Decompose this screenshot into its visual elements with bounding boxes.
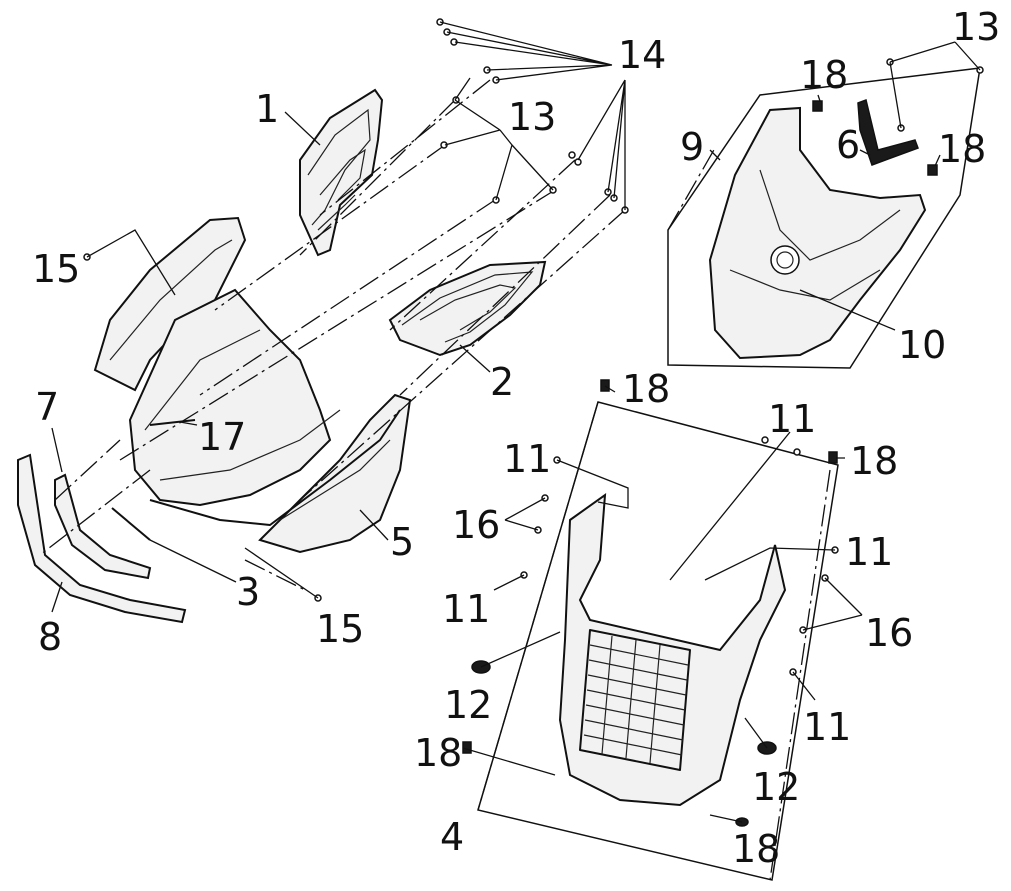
callout-12-left: 12 [444,683,492,727]
callout-11-top: 11 [768,397,816,441]
callout-6: 6 [836,123,860,167]
callout-15-bottom: 15 [316,607,364,651]
callout-18-top-right: 18 [938,127,986,171]
part-2-duct-panel [388,260,547,357]
callout-10: 10 [898,323,946,367]
callout-18-mid-right: 18 [850,439,898,483]
part-9-headlight-housing [667,67,981,369]
fasteners [83,18,984,827]
callout-18-bottom-right: 18 [732,827,780,871]
callout-11-right: 11 [845,530,893,574]
callout-16-left: 16 [452,503,500,547]
callout-11-lower-right: 11 [803,705,851,749]
callout-14: 14 [618,33,666,77]
callout-18-top-left: 18 [800,53,848,97]
callout-13-center: 13 [508,95,556,139]
part-7-8-trim-strips [17,453,187,624]
part-6-bracket [857,98,919,166]
callout-16-right: 16 [865,611,913,655]
callout-7: 7 [35,385,59,429]
callout-4: 4 [440,815,464,859]
callout-3: 3 [236,570,260,614]
callout-11-upper-left: 11 [503,437,551,481]
callout-5: 5 [390,520,414,564]
callout-labels: 1 2 3 4 5 6 7 8 9 10 11 11 11 11 11 12 1… [32,5,1000,871]
part-1-inner-panel [299,88,384,257]
callout-18-bottom-left: 18 [414,731,462,775]
callout-1: 1 [255,87,279,131]
explosion-lines [39,79,831,881]
callout-18-mid-left: 18 [622,367,670,411]
callout-8: 8 [38,615,62,659]
part-17-strip [149,419,196,426]
callout-11-left: 11 [442,587,490,631]
callout-9: 9 [680,125,704,169]
part-4-lower-cover [477,401,839,881]
callout-12-right: 12 [752,765,800,809]
callout-17: 17 [198,415,246,459]
grille [579,629,691,771]
callout-15-top: 15 [32,247,80,291]
callout-2: 2 [490,360,514,404]
part-3-small-bar [111,507,151,541]
callout-13-right: 13 [952,5,1000,49]
leader-lines [51,21,981,823]
front-fairing-body [93,216,412,554]
